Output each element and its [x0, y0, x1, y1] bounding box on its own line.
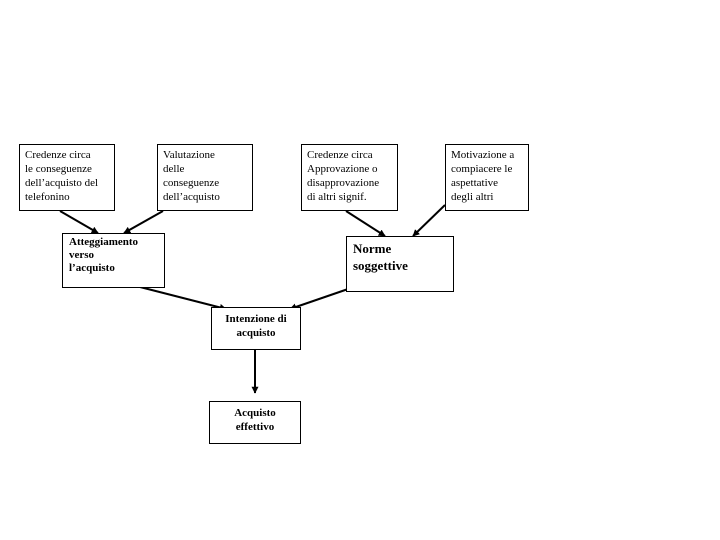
box-credenze-conseguenze-label: Credenze circa le conseguenze dell’acqui… — [25, 149, 99, 203]
arrow-motivazione-to-norme — [412, 204, 446, 237]
arrow-atteggiamento-to-intenzione — [139, 286, 227, 311]
box-credenze-approvazione-label: Credenze circa Approvazione o disapprova… — [307, 149, 380, 203]
box-intenzione-acquisto: Intenzione di acquisto — [211, 307, 301, 350]
box-norme-soggettive-label: Norme soggettive — [353, 241, 408, 273]
box-valutazione-conseguenze: Valutazione delle conseguenze dell’acqui… — [157, 144, 253, 211]
arrow-approvazione-to-norme — [345, 210, 386, 237]
box-intenzione-acquisto-label: Intenzione di acquisto — [225, 313, 287, 339]
box-norme-soggettive: Norme soggettive — [346, 236, 454, 292]
box-motivazione: Motivazione a compiacere le aspettative … — [445, 144, 529, 211]
arrow-valutazione-to-atteggiamento — [123, 210, 164, 234]
box-credenze-conseguenze: Credenze circa le conseguenze dell’acqui… — [19, 144, 115, 211]
box-credenze-approvazione: Credenze circa Approvazione o disapprova… — [301, 144, 398, 211]
arrow-norme-to-intenzione — [289, 287, 352, 311]
box-acquisto-effettivo: Acquisto effettivo — [209, 401, 301, 444]
box-valutazione-conseguenze-label: Valutazione delle conseguenze dell’acqui… — [163, 149, 220, 203]
arrow-credenze-to-atteggiamento — [59, 210, 99, 234]
box-atteggiamento: Atteggiamento verso l’acquisto — [62, 233, 165, 288]
box-motivazione-label: Motivazione a compiacere le aspettative … — [451, 149, 515, 203]
box-acquisto-effettivo-label: Acquisto effettivo — [234, 407, 276, 433]
box-atteggiamento-label: Atteggiamento verso l’acquisto — [69, 236, 139, 274]
